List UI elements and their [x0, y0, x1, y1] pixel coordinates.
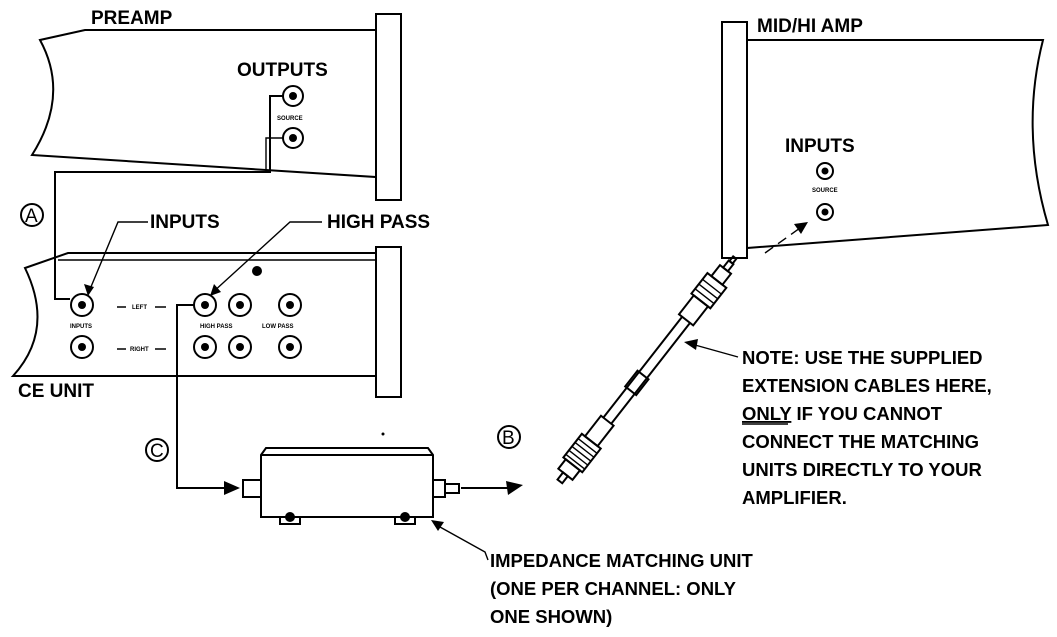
impedance-line-1: IMPEDANCE MATCHING UNIT [490, 550, 753, 571]
ce-right-caption: RIGHT [130, 347, 149, 353]
ce-hp-jack-2 [228, 293, 252, 317]
imu-right-plug [432, 479, 446, 498]
preamp-output-jack-bottom [282, 127, 304, 149]
ce-front-plate [375, 246, 402, 398]
ce-left-caption: LEFT [132, 305, 147, 311]
amp-body [746, 39, 1050, 250]
mid-hi-amp-label: MID/HI AMP [757, 16, 863, 37]
ce-input-jack-right [70, 335, 94, 359]
note-block: NOTE: USE THE SUPPLIED EXTENSION CABLES … [742, 347, 992, 508]
note-only-underlined: ONLY [742, 403, 792, 424]
marker-a: A [25, 206, 38, 227]
amp-inputs-label: INPUTS [785, 136, 855, 157]
note-line-2: EXTENSION CABLES HERE, [742, 375, 992, 396]
amp-front-plate [721, 21, 748, 259]
preamp-body [30, 29, 377, 179]
extension-cable [556, 254, 738, 485]
note-pointer [694, 344, 739, 358]
marker-c-circle [145, 438, 169, 462]
ce-lp-jack-2 [278, 335, 302, 359]
cable-c: C [145, 304, 240, 495]
imu-left-plug [242, 479, 262, 498]
preamp-unit: PREAMP OUTPUTS SOURCE [30, 8, 402, 201]
cable-b: B [461, 425, 523, 495]
high-pass-label: HIGH PASS [327, 212, 430, 233]
marker-c: C [150, 441, 164, 462]
ce-hp-caption: HIGH PASS [200, 324, 233, 330]
note-line-3-rest: IF YOU CANNOT [791, 403, 942, 424]
cable-to-amp-dashed [764, 227, 801, 254]
impedance-line-2: (ONE PER CHANNEL: ONLY [490, 578, 737, 599]
marker-b: B [502, 428, 515, 449]
marker-b-circle [497, 425, 521, 449]
note-line-4: CONNECT THE MATCHING [742, 431, 979, 452]
amp-input-jack-bottom [816, 203, 834, 221]
amp-input-jack-top [816, 162, 834, 180]
ce-input-caption: INPUTS [70, 324, 92, 330]
amp-jack-caption: SOURCE [812, 188, 838, 194]
ce-body [10, 252, 377, 377]
ce-input-jack-left [70, 293, 94, 317]
note-line-5: UNITS DIRECTLY TO YOUR [742, 459, 982, 480]
marker-a-circle [20, 203, 44, 227]
imu-body [260, 447, 434, 518]
ce-unit: INPUTS HIGH PASS CE UNIT INPUTS LEFT RIG… [10, 212, 430, 402]
note-line-1: NOTE: USE THE SUPPLIED [742, 347, 983, 368]
mid-hi-amp-unit: MID/HI AMP INPUTS SOURCE [721, 16, 1050, 259]
ce-hp-jack-4 [228, 335, 252, 359]
ce-hp-jack-3 [193, 335, 217, 359]
outputs-label: OUTPUTS [237, 60, 328, 81]
cable-a: A [20, 95, 283, 300]
ce-inputs-label: INPUTS [150, 212, 220, 233]
imu-feet [279, 517, 416, 525]
preamp-label: PREAMP [91, 8, 173, 29]
ce-lp-jack-1 [278, 293, 302, 317]
preamp-front-plate [375, 13, 402, 201]
impedance-matching-unit [242, 432, 460, 525]
high-pass-pointer [211, 221, 322, 294]
note-line-6: AMPLIFIER. [742, 487, 847, 508]
inputs-pointer [87, 221, 148, 295]
preamp-output-jack-top [282, 85, 304, 107]
ce-lp-caption: LOW PASS [262, 324, 294, 330]
ce-unit-label: CE UNIT [18, 381, 94, 402]
imu-pointer [439, 526, 489, 561]
impedance-line-3: ONE SHOWN) [490, 606, 612, 627]
ce-hp-jack-1 [193, 293, 217, 317]
note-line-3: ONLY IF YOU CANNOT [742, 403, 943, 424]
ce-indicator-dot [252, 266, 262, 276]
preamp-jack-caption: SOURCE [277, 116, 303, 122]
